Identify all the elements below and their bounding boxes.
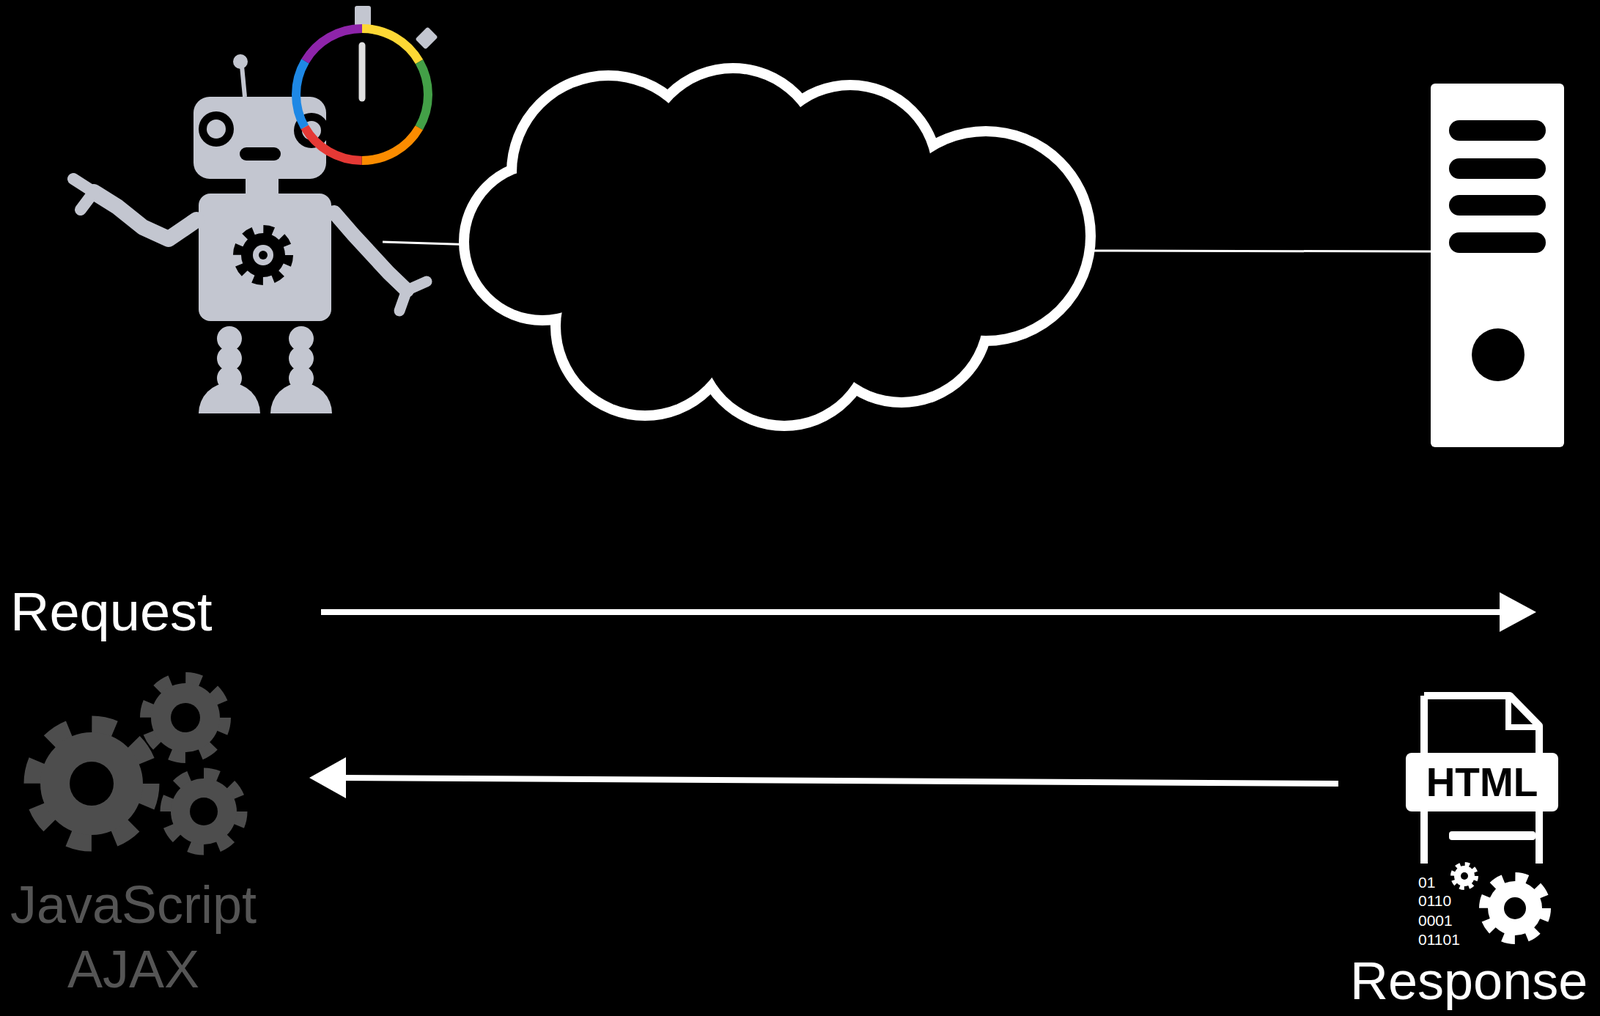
gear-teeth: [1484, 877, 1546, 939]
server-button: [1471, 328, 1525, 382]
gear-teeth: [33, 725, 150, 842]
gear-teeth: [146, 678, 225, 757]
gear-body: [1487, 880, 1543, 936]
document-line: [1449, 831, 1536, 840]
binary-digits: 0001: [1418, 911, 1453, 931]
robot-claw: [399, 290, 407, 311]
gear-body: [170, 778, 237, 845]
html-document-icon: [1405, 695, 1559, 939]
server-bay: [1449, 194, 1546, 216]
binary-digits: 01101: [1418, 930, 1461, 950]
binary-digits: 01: [1418, 872, 1436, 892]
gear-teeth: [237, 229, 289, 281]
robot-antenna-ball: [233, 54, 248, 69]
robot-icon: [73, 54, 427, 414]
stopwatch-icon: [296, 5, 439, 161]
server-bay: [1449, 232, 1546, 253]
server-bay: [1449, 158, 1546, 179]
stopwatch-ring: [296, 28, 429, 161]
robot-antenna: [241, 65, 245, 97]
network-wire: [1092, 250, 1431, 252]
javascript-ajax-label: JavaScript AJAX: [2, 872, 264, 1002]
stopwatch-hand: [359, 45, 366, 99]
robot-foot: [198, 382, 261, 414]
cloud-outline: [637, 117, 902, 382]
gear-body: [241, 233, 286, 278]
robot-body: [198, 193, 332, 322]
cloud-icon: [469, 73, 1086, 421]
response-arrowhead: [309, 757, 346, 799]
robot-eye: [198, 111, 234, 147]
robot-gear: [237, 229, 289, 281]
server-bay: [1449, 120, 1546, 141]
gear-body: [1454, 865, 1475, 887]
stopwatch-ring: [296, 28, 429, 161]
response-arrow: [340, 777, 1339, 784]
stopwatch-button: [354, 5, 371, 27]
gear-hole: [1460, 872, 1469, 880]
request-label: Request: [10, 584, 213, 640]
response-label: Response: [1350, 952, 1588, 1009]
gear-hole: [170, 702, 201, 733]
robot-mouth: [239, 147, 281, 161]
robot-claw: [80, 192, 94, 210]
stopwatch-button: [414, 26, 438, 50]
gear-teeth: [1452, 864, 1477, 888]
robot-arm: [334, 212, 407, 291]
robot-head: [193, 96, 327, 179]
request-arrow: [321, 609, 1507, 615]
gear-hole: [258, 250, 268, 260]
binary-digits: 0110: [1418, 891, 1452, 911]
html-banner: [1405, 752, 1559, 812]
request-arrowhead: [1499, 592, 1537, 632]
robot-arm: [93, 192, 197, 239]
gear-body: [150, 683, 220, 752]
stopwatch-ring: [296, 28, 429, 161]
gear-hole: [189, 797, 218, 826]
server-case: [1430, 83, 1565, 448]
server-icon: [1430, 83, 1565, 448]
robot-neck: [245, 177, 279, 195]
gear-body: [40, 732, 143, 835]
gear-teeth: [166, 773, 242, 849]
stopwatch-ring: [296, 28, 429, 161]
cloud-fill: [637, 117, 902, 382]
gear-hole: [69, 761, 114, 806]
gears-icon: [33, 678, 242, 849]
stopwatch-ring: [296, 28, 429, 161]
document-fold: [1508, 695, 1540, 728]
stopwatch-ring: [296, 28, 429, 161]
robot-foot: [270, 382, 333, 414]
robot-eye: [206, 119, 226, 139]
gear-hole: [1503, 897, 1526, 920]
html-icon-text: HTML: [1405, 752, 1559, 812]
gear-hole: [252, 244, 274, 266]
